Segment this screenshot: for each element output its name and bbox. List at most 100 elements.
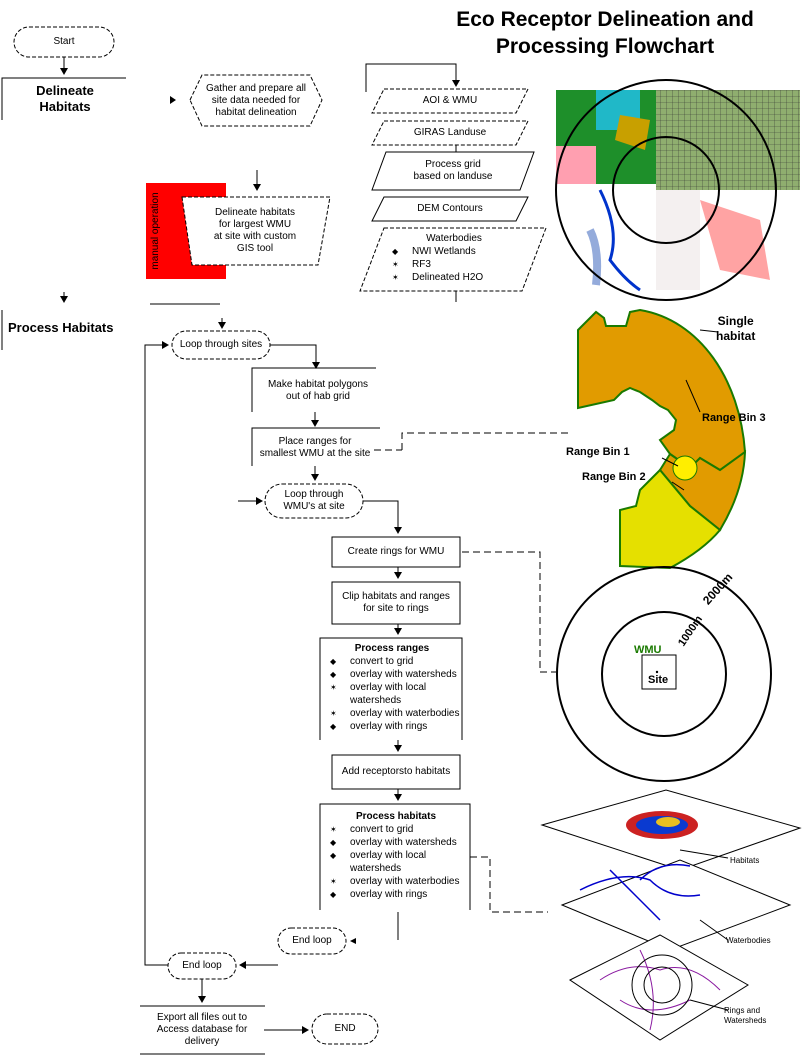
export-line: Access database for — [156, 1024, 248, 1035]
make-polygons-line: Make habitat polygons — [267, 379, 369, 390]
loop-wmus-text: Loop through WMU's at site — [265, 484, 363, 518]
title-line-1: Eco Receptor Delineation and — [456, 8, 754, 31]
make-polygons-line: out of hab grid — [286, 391, 350, 402]
make-polygons-text: Make habitat polygons out of hab grid — [256, 374, 380, 408]
process-ranges-box — [319, 637, 463, 740]
export-text: Export all files out to Access database … — [140, 1008, 264, 1052]
single-habitat-line: habitat — [716, 329, 756, 343]
process-habitats-item: overlay with waterbodies — [322, 875, 470, 888]
process-habitats-title: Process habitats — [355, 811, 437, 822]
process-grid-line: Process grid — [425, 159, 481, 170]
delineate-line: Delineate habitats — [214, 207, 296, 218]
section1-bracket — [1, 77, 126, 120]
process-grid-layer — [371, 151, 535, 191]
clip-box[interactable] — [331, 581, 461, 625]
delineate-line: for largest WMU — [218, 219, 292, 230]
gather-line: habitat delineation — [215, 107, 297, 118]
connector — [270, 344, 320, 369]
place-ranges-bracket — [251, 427, 380, 466]
section-delineate-habitats: Delineate Habitats — [10, 83, 120, 115]
gather-data-shape[interactable] — [189, 74, 323, 127]
loop-wmus-line: Loop through — [284, 489, 344, 500]
layer-rings-line: Rings and — [724, 1006, 761, 1015]
clip-line: for site to rings — [363, 603, 429, 614]
range-bin-1-label: Range Bin 1 — [566, 446, 630, 458]
arrow-head-icon — [350, 938, 356, 944]
title-line-2: Processing Flowchart — [495, 35, 715, 58]
loop-wmus-line: WMU's at site — [283, 501, 345, 512]
aoi-label: AOI & WMU — [422, 95, 478, 106]
process-grid-line: based on landuse — [413, 171, 493, 182]
process-ranges-text: Process ranges convert to grid overlay w… — [322, 642, 462, 733]
section1-line2: Habitats — [39, 99, 91, 114]
export-line: delivery — [184, 1036, 220, 1047]
delineate-line: GIS tool — [236, 243, 274, 254]
start-label: Start — [53, 36, 75, 47]
process-habitats-item: overlay with local — [322, 849, 470, 862]
place-ranges-text: Place ranges for smallest WMU at the sit… — [250, 432, 380, 464]
aoi-layer — [371, 88, 529, 114]
process-habitats-list: convert to grid overlay with watersheds … — [322, 823, 470, 901]
process-habitats-item: overlay with watersheds — [322, 836, 470, 849]
place-ranges-line: Place ranges for — [278, 436, 352, 447]
process-ranges-item: overlay with waterbodies — [322, 707, 462, 720]
connector — [365, 63, 460, 92]
arrow-head-icon — [170, 96, 176, 104]
gather-line: site data needed for — [211, 95, 301, 106]
delineate-line: at site with custom — [213, 231, 297, 242]
process-ranges-title: Process ranges — [354, 643, 430, 654]
loop-return-line — [144, 341, 172, 966]
add-receptors-label: Add receptorsto habitats — [341, 766, 451, 777]
single-habitat-line: Single — [717, 314, 754, 328]
end-label: END — [334, 1023, 356, 1034]
water-item: NWI Wetlands — [384, 245, 534, 258]
create-rings-box[interactable] — [331, 536, 461, 568]
habitat-range-illustration — [577, 308, 747, 570]
gather-data-text: Gather and prepare all site data needed … — [200, 78, 312, 124]
end-loop-inner-label: End loop — [292, 935, 332, 946]
layer-rings-line: Watersheds — [724, 1016, 767, 1025]
water-item: Delineated H2O — [384, 271, 534, 284]
process-habitats-item: watersheds — [350, 863, 402, 874]
process-habitats-text: Process habitats convert to grid overlay… — [322, 810, 470, 901]
page-title: Eco Receptor Delineation and Processing … — [420, 6, 790, 60]
process-habitats-item: convert to grid — [322, 823, 470, 836]
section-process-habitats: Process Habitats — [8, 320, 114, 335]
create-rings-label: Create rings for WMU — [347, 546, 445, 557]
process-ranges-item: overlay with watersheds — [322, 668, 462, 681]
end-terminator[interactable] — [311, 1013, 379, 1045]
delineate-largest-text: Delineate habitats for largest WMU at si… — [192, 199, 318, 263]
export-line: Export all files out to — [156, 1012, 248, 1023]
process-ranges-item: overlay with rings — [322, 720, 462, 733]
dem-label: DEM Contours — [417, 203, 483, 214]
callout-line — [470, 856, 548, 913]
place-ranges-line: smallest WMU at the site — [259, 448, 371, 459]
delineate-largest-shape[interactable] — [181, 196, 331, 266]
layer-waterbodies-label: Waterbodies — [726, 936, 771, 945]
process-ranges-item: watersheds — [350, 695, 402, 706]
single-habitat-label: Single habitat — [716, 314, 755, 344]
end-loop-inner-terminator[interactable] — [277, 927, 347, 955]
process-grid-label: Process grid based on landuse — [386, 154, 520, 188]
site-label: Site — [648, 674, 669, 686]
layer-habitats-label: Habitats — [730, 856, 760, 865]
add-receptors-box[interactable] — [331, 754, 461, 790]
gather-line: Gather and prepare all — [205, 83, 307, 94]
clip-line: Clip habitats and ranges — [342, 591, 450, 602]
water-item-list: NWI Wetlands RF3 Delineated H2O — [384, 245, 534, 284]
manual-operation-label: manual operation — [150, 192, 161, 270]
end-loop-outer-label: End loop — [182, 960, 222, 971]
giras-layer — [371, 120, 529, 146]
process-ranges-list: convert to grid overlay with watersheds … — [322, 655, 462, 733]
make-polygons-bracket — [251, 367, 376, 412]
process-ranges-item: overlay with local — [322, 681, 462, 694]
water-item: RF3 — [384, 258, 534, 271]
ring-illustration — [556, 566, 772, 782]
landuse-map-illustration — [555, 79, 800, 301]
layer-rings-label: Rings and Watersheds — [724, 1006, 766, 1026]
process-ranges-item: convert to grid — [322, 655, 462, 668]
giras-label: GIRAS Landuse — [413, 127, 487, 138]
section1-line1: Delineate — [36, 83, 94, 98]
connector — [363, 500, 402, 534]
